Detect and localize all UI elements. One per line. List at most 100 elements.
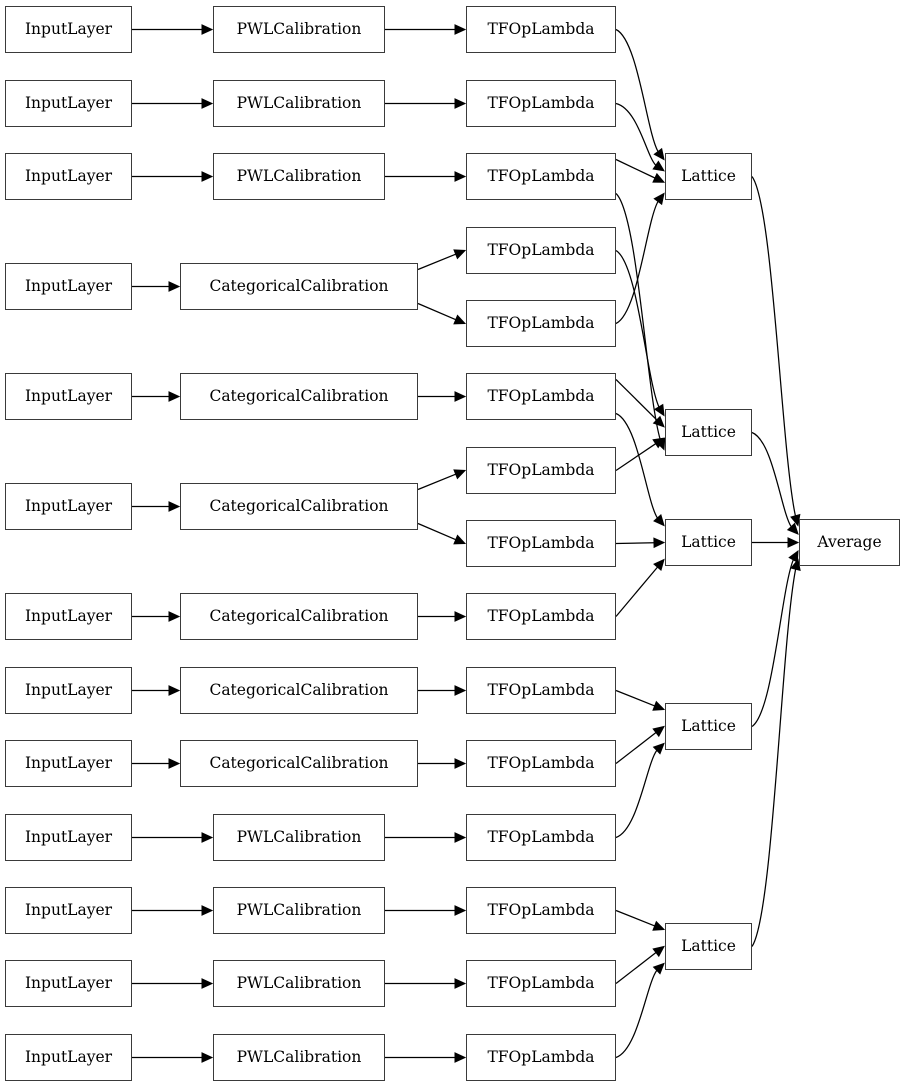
node-label: TFOpLambda	[487, 606, 595, 625]
edge-arrowhead	[652, 725, 665, 738]
node-lat4[interactable]: Lattice	[665, 703, 752, 750]
node-op4[interactable]: TFOpLambda	[466, 227, 616, 274]
edge-lat4-to-avg	[751, 559, 794, 728]
node-label: CategoricalCalibration	[209, 496, 389, 515]
node-cal9[interactable]: CategoricalCalibration	[180, 740, 418, 787]
node-in7[interactable]: InputLayer	[5, 593, 132, 640]
node-in13[interactable]: InputLayer	[5, 1034, 132, 1081]
edge-arrowhead	[655, 437, 666, 451]
node-label: Lattice	[681, 936, 736, 955]
node-in8[interactable]: InputLayer	[5, 667, 132, 714]
edge-arrowhead	[652, 700, 666, 711]
node-label: TFOpLambda	[487, 313, 595, 332]
node-label: InputLayer	[24, 166, 113, 185]
node-in11[interactable]: InputLayer	[5, 887, 132, 934]
edge-arrowhead	[201, 905, 214, 916]
node-label: PWLCalibration	[236, 19, 362, 38]
node-label: TFOpLambda	[487, 460, 595, 479]
node-op6[interactable]: TFOpLambda	[466, 373, 616, 420]
node-cal5[interactable]: CategoricalCalibration	[180, 373, 418, 420]
node-cal2[interactable]: PWLCalibration	[213, 80, 385, 127]
edge-op3-to-lat1	[615, 158, 656, 179]
node-in12[interactable]: InputLayer	[5, 960, 132, 1007]
node-op5[interactable]: TFOpLambda	[466, 300, 616, 347]
node-op7[interactable]: TFOpLambda	[466, 447, 616, 494]
node-lat1[interactable]: Lattice	[665, 153, 752, 200]
edge-op10-to-lat4	[615, 689, 655, 707]
node-label: TFOpLambda	[487, 240, 595, 259]
edge-lat5-to-avg	[751, 569, 797, 947]
node-in3[interactable]: InputLayer	[5, 153, 132, 200]
node-cal4[interactable]: CategoricalCalibration	[180, 263, 418, 310]
node-cal13[interactable]: PWLCalibration	[213, 1034, 385, 1081]
node-lat2[interactable]: Lattice	[665, 409, 752, 456]
node-label: PWLCalibration	[236, 166, 362, 185]
node-cal6[interactable]: CategoricalCalibration	[180, 483, 418, 530]
node-lat3[interactable]: Lattice	[665, 519, 752, 566]
node-in9[interactable]: InputLayer	[5, 740, 132, 787]
node-op14[interactable]: TFOpLambda	[466, 960, 616, 1007]
edge-arrowhead	[788, 549, 799, 563]
node-avg[interactable]: Average	[799, 519, 900, 566]
node-label: TFOpLambda	[487, 533, 595, 552]
node-label: TFOpLambda	[487, 1047, 595, 1066]
edge-arrowhead	[454, 98, 467, 109]
node-op11[interactable]: TFOpLambda	[466, 740, 616, 787]
node-op1[interactable]: TFOpLambda	[466, 6, 616, 53]
edge-arrowhead	[454, 978, 467, 989]
node-in5[interactable]: InputLayer	[5, 373, 132, 420]
edge-arrowhead	[453, 534, 467, 545]
edge-arrowhead	[652, 160, 665, 172]
node-in1[interactable]: InputLayer	[5, 6, 132, 53]
edge-arrowhead	[454, 391, 467, 402]
edge-arrowhead	[201, 98, 214, 109]
node-cal8[interactable]: CategoricalCalibration	[180, 667, 418, 714]
node-label: Lattice	[681, 716, 736, 735]
node-label: TFOpLambda	[487, 93, 595, 112]
node-in2[interactable]: InputLayer	[5, 80, 132, 127]
node-label: PWLCalibration	[236, 900, 362, 919]
node-cal10[interactable]: PWLCalibration	[213, 814, 385, 861]
edge-op11-to-lat4	[615, 732, 657, 764]
node-cal3[interactable]: PWLCalibration	[213, 153, 385, 200]
node-in4[interactable]: InputLayer	[5, 263, 132, 310]
edge-arrowhead	[786, 522, 799, 535]
node-label: PWLCalibration	[236, 1047, 362, 1066]
node-label: InputLayer	[24, 606, 113, 625]
edge-arrowhead	[653, 403, 665, 417]
edge-op1-to-lat1	[615, 28, 659, 152]
node-op12[interactable]: TFOpLambda	[466, 814, 616, 861]
node-cal11[interactable]: PWLCalibration	[213, 887, 385, 934]
edge-arrowhead	[454, 758, 467, 769]
node-op13[interactable]: TFOpLambda	[466, 887, 616, 934]
node-in10[interactable]: InputLayer	[5, 814, 132, 861]
edge-arrowhead	[652, 415, 665, 428]
node-label: TFOpLambda	[487, 973, 595, 992]
edge-arrowhead	[168, 391, 181, 402]
node-label: InputLayer	[24, 93, 113, 112]
node-label: InputLayer	[24, 753, 113, 772]
node-op15[interactable]: TFOpLambda	[466, 1034, 616, 1081]
node-op8[interactable]: TFOpLambda	[466, 520, 616, 567]
edge-op7-to-lat2	[615, 443, 657, 472]
node-lat5[interactable]: Lattice	[665, 923, 752, 970]
node-cal1[interactable]: PWLCalibration	[213, 6, 385, 53]
node-cal12[interactable]: PWLCalibration	[213, 960, 385, 1007]
node-in6[interactable]: InputLayer	[5, 483, 132, 530]
node-label: TFOpLambda	[487, 386, 595, 405]
node-label: InputLayer	[24, 386, 113, 405]
node-op2[interactable]: TFOpLambda	[466, 80, 616, 127]
node-op9[interactable]: TFOpLambda	[466, 593, 616, 640]
edge-arrowhead	[652, 962, 665, 975]
edge-arrowhead	[168, 501, 181, 512]
edge-arrowhead	[201, 24, 214, 35]
node-cal7[interactable]: CategoricalCalibration	[180, 593, 418, 640]
node-label: CategoricalCalibration	[209, 606, 389, 625]
edge-arrowhead	[653, 192, 665, 206]
edge-arrowhead	[201, 832, 214, 843]
node-op3[interactable]: TFOpLambda	[466, 153, 616, 200]
node-label: InputLayer	[24, 496, 113, 515]
node-op10[interactable]: TFOpLambda	[466, 667, 616, 714]
node-label: CategoricalCalibration	[209, 276, 389, 295]
edge-arrowhead	[454, 905, 467, 916]
